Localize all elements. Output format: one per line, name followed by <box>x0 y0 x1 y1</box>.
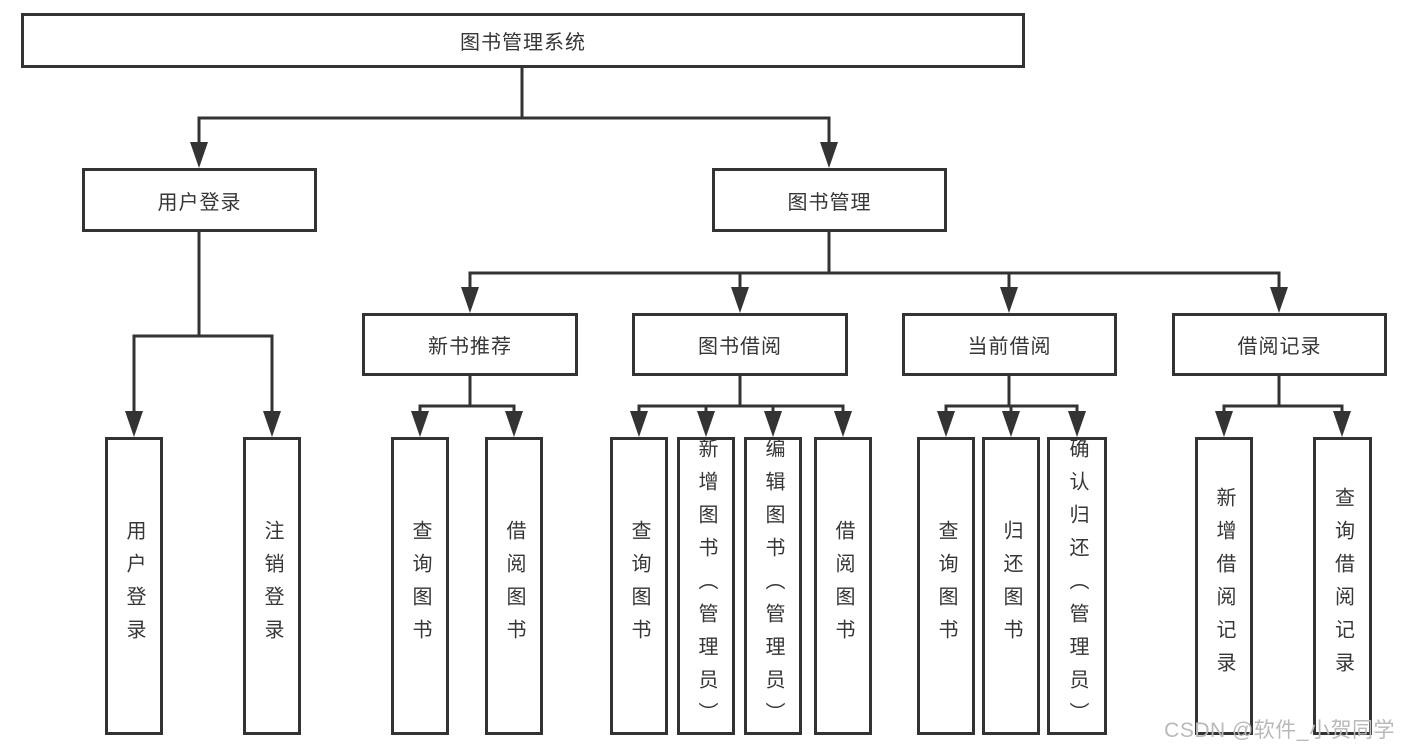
leaf-label: 注销登录 <box>261 520 283 652</box>
leaf-label: 编辑图书（管理员） <box>762 437 784 735</box>
node-borrow-records: 借阅记录 <box>1172 313 1387 376</box>
node-label: 新书推荐 <box>428 336 512 358</box>
connector-line <box>132 334 274 415</box>
arrow-down-icon <box>263 411 281 437</box>
node-book-management: 图书管理 <box>712 168 947 232</box>
connector-line <box>418 404 516 415</box>
leaf-label: 借阅图书 <box>832 520 854 652</box>
arrow-down-icon <box>834 411 852 437</box>
arrow-down-icon <box>461 287 479 313</box>
arrow-down-icon <box>125 411 143 437</box>
leaf-label: 借阅图书 <box>503 520 525 652</box>
node-label: 用户登录 <box>157 191 242 214</box>
node-current-borrow: 当前借阅 <box>902 313 1117 376</box>
leaf-borrow-query-books: 查询图书 <box>610 437 668 735</box>
leaf-current-query-books: 查询图书 <box>917 437 975 735</box>
node-label: 图书管理 <box>787 191 872 214</box>
leaf-records-query-record: 查询借阅记录 <box>1313 437 1372 735</box>
leaf-label: 查询图书 <box>628 520 650 652</box>
leaf-records-add-record: 新增借阅记录 <box>1195 437 1253 735</box>
leaf-recommend-borrow-books: 借阅图书 <box>485 437 543 735</box>
node-root-library-system: 图书管理系统 <box>21 13 1025 68</box>
arrow-down-icon <box>697 411 715 437</box>
leaf-current-confirm-return-admin: 确认归还（管理员） <box>1047 437 1107 735</box>
node-label: 图书管理系统 <box>460 32 586 54</box>
arrow-down-icon <box>1333 411 1351 437</box>
leaf-label: 归还图书 <box>1000 520 1022 652</box>
leaf-logout: 注销登录 <box>243 437 301 735</box>
node-label: 当前借阅 <box>967 336 1052 358</box>
arrow-down-icon <box>764 411 782 437</box>
leaf-current-return-books: 归还图书 <box>982 437 1040 735</box>
leaf-borrow-edit-books-admin: 编辑图书（管理员） <box>744 437 802 735</box>
arrow-down-icon <box>630 411 648 437</box>
arrow-down-icon <box>411 411 429 437</box>
leaf-borrow-add-books-admin: 新增图书（管理员） <box>677 437 735 735</box>
arrow-down-icon <box>1215 411 1233 437</box>
arrow-down-icon <box>820 142 838 168</box>
arrow-down-icon <box>1002 411 1020 437</box>
node-label: 图书借阅 <box>698 336 782 358</box>
leaf-borrow-borrow-books: 借阅图书 <box>814 437 872 735</box>
arrow-down-icon <box>505 411 523 437</box>
node-new-book-recommend: 新书推荐 <box>362 313 578 376</box>
connector-line <box>1222 404 1344 415</box>
leaf-label: 用户登录 <box>123 520 145 652</box>
leaf-label: 查询借阅记录 <box>1331 487 1354 685</box>
connector-line <box>197 116 831 146</box>
arrow-down-icon <box>937 411 955 437</box>
arrow-down-icon <box>1068 411 1086 437</box>
arrow-down-icon <box>190 142 208 168</box>
node-book-borrow: 图书借阅 <box>632 313 848 376</box>
node-label: 借阅记录 <box>1237 336 1322 358</box>
arrow-down-icon <box>731 287 749 313</box>
connector-line <box>637 404 845 415</box>
csdn-watermark: CSDN @软件_小贺同学 <box>1164 719 1395 742</box>
arrow-down-icon <box>1270 287 1288 313</box>
leaf-label: 查询图书 <box>935 520 957 652</box>
leaf-user-login: 用户登录 <box>105 437 163 735</box>
leaf-label: 新增图书（管理员） <box>695 437 717 735</box>
leaf-recommend-query-books: 查询图书 <box>391 437 449 735</box>
leaf-label: 确认归还（管理员） <box>1066 437 1088 735</box>
leaf-label: 查询图书 <box>409 520 431 652</box>
arrow-down-icon <box>1000 287 1018 313</box>
connector-line <box>468 271 1281 291</box>
node-user-login: 用户登录 <box>82 168 317 232</box>
leaf-label: 新增借阅记录 <box>1213 487 1235 685</box>
